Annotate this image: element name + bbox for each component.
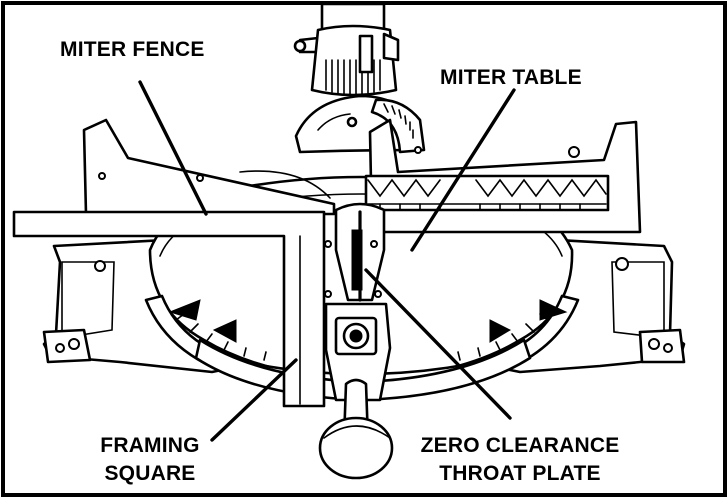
label-miter-table: MITER TABLE [440,66,582,89]
label-framing-square-line2: SQUARE [104,462,195,485]
fence-right-part [364,118,642,234]
label-framing-square-line1: FRAMING [100,434,199,457]
saw-arm [293,2,400,97]
front-lock-handle [318,302,394,480]
label-throat-plate-line2: THROAT PLATE [439,462,600,485]
label-throat-plate-line1: ZERO CLEARANCE [421,434,620,457]
leader-throat-plate [364,268,512,420]
leader-miter-table [410,88,516,252]
framing-square-part [12,210,326,408]
label-miter-fence: MITER FENCE [60,38,205,61]
leader-framing-square [210,358,298,442]
leader-miter-fence [138,80,208,216]
